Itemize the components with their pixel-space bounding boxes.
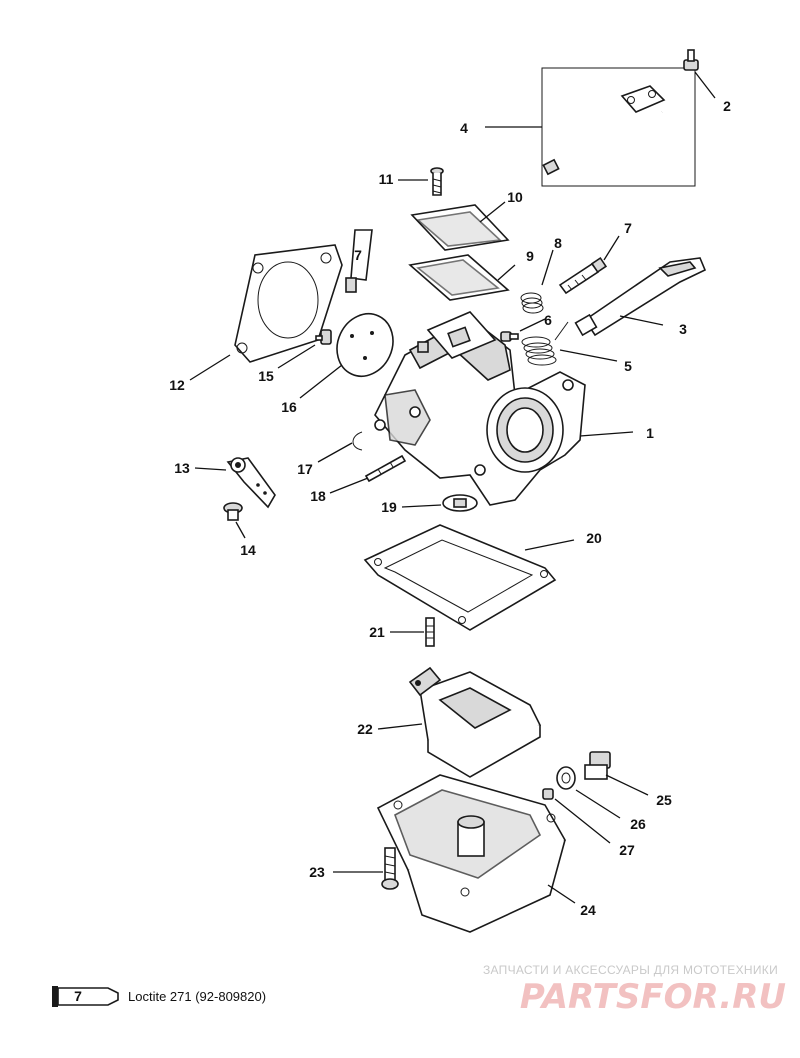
callout-19: 19 <box>381 499 397 515</box>
part-7-screw <box>558 256 608 295</box>
part-22-float <box>408 666 542 778</box>
watermark: ЗАПЧАСТИ И АКСЕССУАРЫ ДЛЯ МОТОТЕХНИКИ PA… <box>483 963 786 1017</box>
part-3-lever <box>574 257 707 337</box>
callout-12: 12 <box>169 377 185 393</box>
callout-1: 1 <box>646 425 654 441</box>
callout-20: 20 <box>586 530 602 546</box>
part-1-carb-body <box>374 311 586 506</box>
part-5-spring <box>521 321 569 366</box>
part-12-gasket <box>234 244 343 363</box>
part-25-drain-plug <box>584 751 611 780</box>
part-loctite-tube: 7 <box>345 229 373 293</box>
part-26-washer <box>556 766 576 790</box>
callout-13: 13 <box>174 460 190 476</box>
legend-text: Loctite 271 (92-809820) <box>128 989 266 1004</box>
callout-15: 15 <box>258 368 274 384</box>
callout-21: 21 <box>369 624 385 640</box>
callout-26: 26 <box>630 816 646 832</box>
callout-6: 6 <box>544 312 552 328</box>
part-2-screw <box>683 49 699 71</box>
watermark-logo: PARTSFOR.RU <box>520 977 786 1017</box>
callout-23: 23 <box>309 864 325 880</box>
callout-18: 18 <box>310 488 326 504</box>
part-20-gasket <box>363 524 557 631</box>
part-9-plate <box>408 254 510 301</box>
legend-tube-number: 7 <box>74 988 82 1004</box>
part-13-link <box>226 457 276 509</box>
part-16-diaphragm <box>336 313 394 377</box>
callout-27: 27 <box>619 842 635 858</box>
callout-17: 17 <box>297 461 313 477</box>
callout-2: 2 <box>723 98 731 114</box>
part-6-screw <box>500 331 519 342</box>
leader-lines <box>189 71 716 904</box>
part-4-inset <box>541 67 696 187</box>
callout-9: 9 <box>526 248 534 264</box>
callout-24: 24 <box>580 902 596 918</box>
part-17-clip <box>352 431 363 451</box>
part-11-screw <box>430 167 444 196</box>
watermark-tagline: ЗАПЧАСТИ И АКСЕССУАРЫ ДЛЯ МОТОТЕХНИКИ <box>483 963 778 977</box>
callout-8: 8 <box>554 235 562 251</box>
part-15-screw <box>315 329 332 345</box>
callout-7: 7 <box>624 220 632 236</box>
callout-16: 16 <box>281 399 297 415</box>
part-23-screw <box>381 847 399 890</box>
part-21-needle <box>425 617 435 647</box>
part-24-float-bowl <box>376 774 567 933</box>
part-19-washer <box>442 494 478 512</box>
callout-25: 25 <box>656 792 672 808</box>
part-14-screw <box>223 502 243 521</box>
part-8-spring <box>520 292 544 314</box>
legend: 7 Loctite 271 (92-809820) <box>52 986 266 1007</box>
callout-22: 22 <box>357 721 373 737</box>
callout-numbers: 1 2 3 4 5 6 7 8 9 10 11 12 13 14 15 16 1… <box>169 98 731 918</box>
tube-label: 7 <box>354 247 362 263</box>
callout-11: 11 <box>379 171 394 187</box>
part-10-plate <box>410 204 510 251</box>
callout-5: 5 <box>624 358 632 374</box>
callout-3: 3 <box>679 321 687 337</box>
callout-10: 10 <box>507 189 523 205</box>
part-27-jet <box>542 788 554 800</box>
callout-14: 14 <box>240 542 256 558</box>
part-18-pin <box>364 454 407 483</box>
callout-4: 4 <box>460 120 468 136</box>
